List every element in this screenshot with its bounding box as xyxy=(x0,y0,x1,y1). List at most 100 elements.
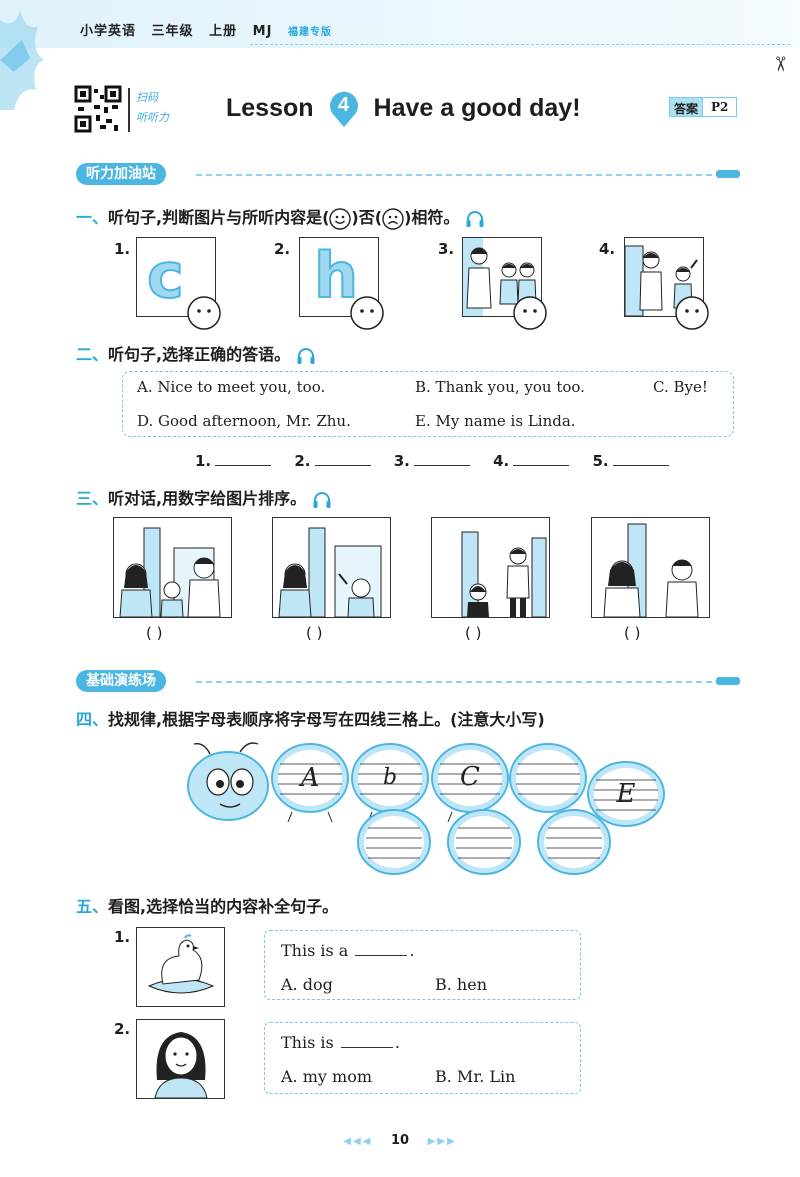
q5-item-2-option-a: A. my mom xyxy=(281,1067,372,1086)
headphones-icon[interactable] xyxy=(296,347,316,365)
header-edition: 福建专版 xyxy=(287,27,332,38)
q5-item-1-text: This is a xyxy=(281,941,349,960)
caterpillar-letter-1: A xyxy=(299,763,320,793)
blank-face-icon[interactable] xyxy=(349,295,385,331)
blank-face-icon[interactable] xyxy=(512,295,548,331)
section-divider xyxy=(196,174,712,176)
q2-answer-blanks: 1. 2. 3. 4. 5. xyxy=(195,452,687,470)
caterpillar-segment-1[interactable]: A xyxy=(271,743,349,823)
caterpillar-segment-3[interactable]: C xyxy=(431,743,509,823)
q2-blank-2[interactable]: 2. xyxy=(294,452,371,470)
q4-title: 四、找规律,根据字母表顺序将字母写在四线三格上。(注意大小写) xyxy=(76,706,545,730)
q5-item-1-blank[interactable] xyxy=(355,942,408,956)
lesson-number: 4 xyxy=(337,94,350,116)
q5-number: 五、 xyxy=(76,897,109,916)
section-listening-tag: 听力加油站 xyxy=(76,163,166,185)
q2-option-d: D. Good afternoon, Mr. Zhu. xyxy=(137,412,351,430)
answer-page: P2 xyxy=(703,97,738,117)
q2-blank-2-label: 2. xyxy=(294,452,311,470)
caterpillar-lower-segments xyxy=(357,809,611,875)
lesson-prefix: Lesson xyxy=(226,93,314,122)
right-arrows-icon: ▶▶▶ xyxy=(427,1136,457,1147)
headphones-icon[interactable] xyxy=(312,491,332,509)
q2-blank-3[interactable]: 3. xyxy=(394,452,470,470)
q1-text-before: 听句子,判断图片与所听内容是( xyxy=(108,208,330,227)
hen-illustration xyxy=(147,934,215,994)
caterpillar-segment-5[interactable]: E xyxy=(587,761,665,827)
q2-blank-1-label: 1. xyxy=(195,452,212,470)
sad-face-icon xyxy=(382,207,404,230)
section-divider xyxy=(196,681,712,683)
qr-code-icon[interactable] xyxy=(74,85,122,133)
cut-line xyxy=(250,44,790,45)
q3-text: 听对话,用数字给图片排序。 xyxy=(108,489,307,508)
q2-option-e: E. My name is Linda. xyxy=(415,412,576,430)
q5-item-2-text: This is xyxy=(281,1033,334,1052)
q5-item-1-label: 1. xyxy=(114,928,131,946)
blank-face-icon[interactable] xyxy=(674,295,710,331)
boy-waving-illustration xyxy=(461,531,547,618)
q3-picture-3 xyxy=(431,517,550,618)
q2-blank-5[interactable]: 5. xyxy=(593,452,669,470)
section-basics-tag: 基础演练场 xyxy=(76,670,166,692)
q2-option-a: A. Nice to meet you, too. xyxy=(137,378,326,396)
q3-bracket-2[interactable]: ( ) xyxy=(306,624,323,642)
q3-bracket-3[interactable]: ( ) xyxy=(465,624,482,642)
letter-h-graphic: h xyxy=(313,239,359,313)
q2-text: 听句子,选择正确的答语。 xyxy=(108,345,291,364)
q2-option-b: B. Thank you, you too. xyxy=(415,378,585,396)
q3-bracket-1[interactable]: ( ) xyxy=(146,624,163,642)
children-waving-illustration xyxy=(624,245,698,317)
caterpillar-head-icon xyxy=(187,742,269,821)
letter-c-graphic: c xyxy=(146,239,185,313)
caterpillar-segment-6[interactable] xyxy=(537,809,611,875)
q1-item-2-label: 2. xyxy=(274,240,291,258)
q3-bracket-4[interactable]: ( ) xyxy=(624,624,641,642)
q3-picture-1 xyxy=(113,517,232,618)
q2-blank-4-label: 4. xyxy=(493,452,510,470)
q3-number: 三、 xyxy=(76,489,109,508)
caterpillar-letter-5: E xyxy=(616,779,636,809)
q1-text-after: )相符。 xyxy=(404,208,460,227)
q2-blank-4[interactable]: 4. xyxy=(493,452,570,470)
q1-title: 一、听句子,判断图片与所听内容是()否()相符。 xyxy=(76,204,485,230)
q4-number: 四、 xyxy=(76,710,109,729)
school-gate-scene-illustration xyxy=(119,527,221,618)
caterpillar-segment-8[interactable] xyxy=(357,809,431,875)
q2-blank-1[interactable]: 1. xyxy=(195,452,272,470)
pencil-icon xyxy=(716,677,740,685)
q5-item-2-end: . xyxy=(394,1033,400,1052)
pagoda-decoration-icon xyxy=(0,10,44,110)
teacher-students-illustration xyxy=(463,238,537,316)
q2-options-box: A. Nice to meet you, too. B. Thank you, … xyxy=(122,371,734,437)
q2-title: 二、听句子,选择正确的答语。 xyxy=(76,341,316,365)
q5-item-2-blank[interactable] xyxy=(340,1034,393,1048)
blank-face-icon[interactable] xyxy=(186,295,222,331)
q5-item-1-sentence: This is a . xyxy=(281,941,415,960)
q5-item-1-option-b: B. hen xyxy=(435,975,488,994)
q5-picture-1 xyxy=(136,927,225,1007)
lesson-number-badge: 4 xyxy=(328,89,360,127)
q5-item-1-box: This is a . A. dog B. hen xyxy=(264,930,581,1000)
pencil-icon xyxy=(716,170,740,178)
q5-item-2-box: This is . A. my mom B. Mr. Lin xyxy=(264,1022,581,1094)
q2-number: 二、 xyxy=(76,345,109,364)
q5-item-2-sentence: This is . xyxy=(281,1033,400,1052)
q3-picture-2 xyxy=(272,517,391,618)
caterpillar-letter-2: b xyxy=(383,765,397,790)
lesson-name: Have a good day! xyxy=(373,93,581,122)
q5-text: 看图,选择恰当的内容补全句子。 xyxy=(108,897,339,916)
q1-number: 一、 xyxy=(76,208,109,227)
header-text: 小学英语 三年级 上册 MJ 福建专版 xyxy=(80,20,342,39)
lesson-title: Lesson 4 Have a good day! xyxy=(226,88,581,128)
scissors-icon: ✂ xyxy=(768,55,793,73)
caterpillar-segment-7[interactable] xyxy=(447,809,521,875)
caterpillar-segment-4[interactable] xyxy=(509,743,587,813)
q5-item-1-option-a: A. dog xyxy=(281,975,333,994)
headphones-icon[interactable] xyxy=(465,210,485,228)
header-volume: 上册 xyxy=(209,24,238,39)
q1-item-4-label: 4. xyxy=(599,240,616,258)
q4-text: 找规律,根据字母表顺序将字母写在四线三格上。(注意大小写) xyxy=(108,710,545,729)
q5-title: 五、看图,选择恰当的内容补全句子。 xyxy=(76,893,338,917)
q1-picture-4 xyxy=(624,237,704,317)
